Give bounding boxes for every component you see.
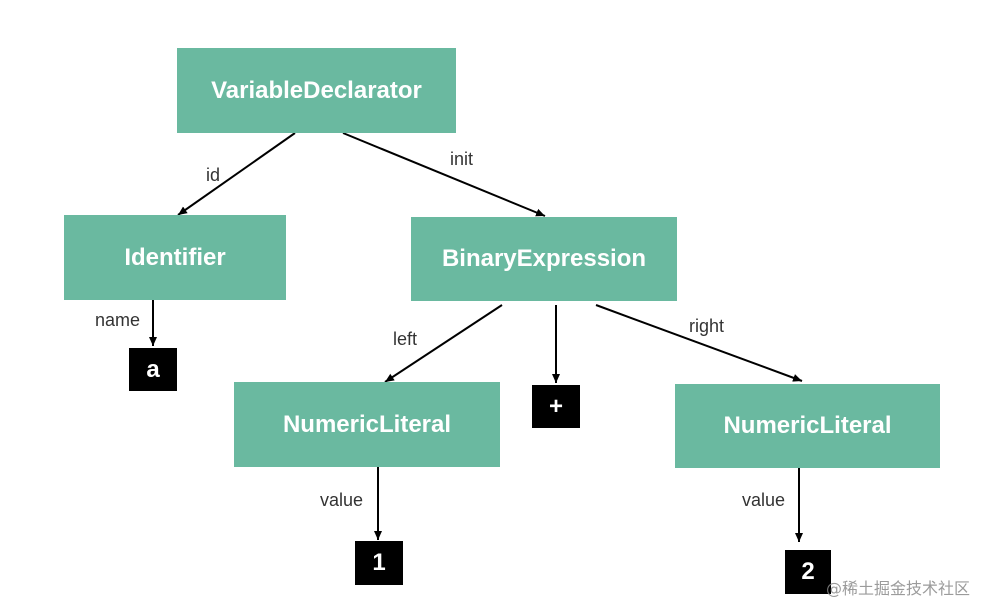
edge-left [384,304,503,383]
edge-id [177,132,296,216]
watermark: @稀土掘金技术社区 [825,579,970,598]
edge-label-right: right [689,316,725,336]
node-binary-expression: BinaryExpression [411,217,677,301]
edge-label-value-left: value [320,490,364,510]
leaf-left-value: 1 [355,541,403,585]
leaf-name-value: a [129,348,177,391]
node-variable-declarator: VariableDeclarator [177,48,456,133]
edge-init [342,132,546,217]
edge-right [595,304,803,382]
leaf-right-value: 2 [785,550,831,594]
edge-label-value-right: value [742,490,786,510]
edge-label-name: name [95,310,141,330]
edge-label-left: left [393,329,418,349]
node-identifier: Identifier [64,215,286,300]
edge-label-init: init [450,149,474,169]
node-numeric-literal-right: NumericLiteral [675,384,940,468]
leaf-operator: + [532,385,580,428]
node-numeric-literal-left: NumericLiteral [234,382,500,467]
edge-label-id: id [206,165,221,185]
